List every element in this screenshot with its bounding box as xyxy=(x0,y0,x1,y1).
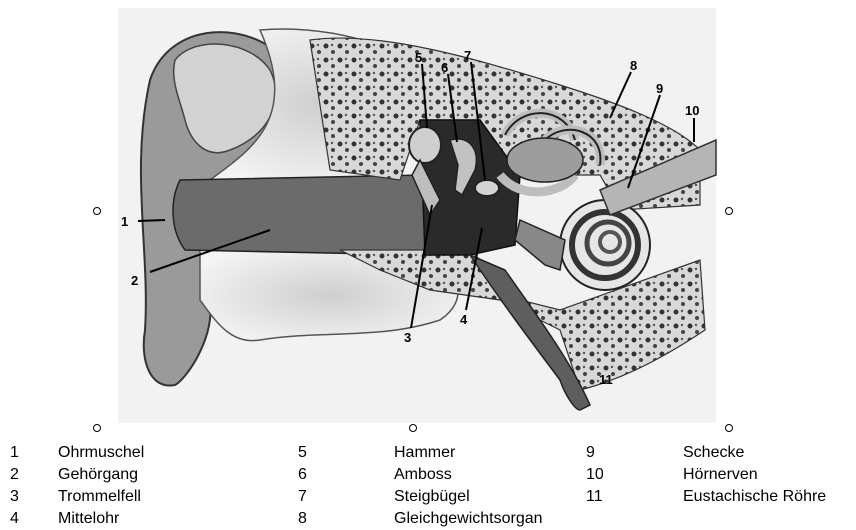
legend-text: Ohrmuschel xyxy=(58,444,145,461)
callout-5: 5 xyxy=(415,50,422,65)
stapes-shape xyxy=(474,179,500,197)
temporal-bone-lower xyxy=(339,249,706,391)
legend-text: Trommelfell xyxy=(58,488,141,505)
leader-lines xyxy=(137,61,695,329)
incus-shape xyxy=(449,138,477,197)
vestibular-organ xyxy=(496,108,605,197)
legend-text: Gleichgewichtsorgan xyxy=(394,510,543,527)
callout-6: 6 xyxy=(441,60,448,75)
cochlea-shape xyxy=(559,199,651,291)
cochlea-duct xyxy=(514,218,566,271)
vestibule xyxy=(506,137,584,183)
callout-3: 3 xyxy=(404,330,411,345)
resize-handle-bottom-right[interactable] xyxy=(725,424,733,432)
callout-9: 9 xyxy=(656,81,663,96)
legend-num: 8 xyxy=(298,510,307,527)
resize-handle-right[interactable] xyxy=(725,207,733,215)
legend-text: Hammer xyxy=(394,444,456,461)
eustachian-tube xyxy=(467,253,591,411)
callout-1: 1 xyxy=(121,214,128,229)
callout-7: 7 xyxy=(464,48,471,63)
auditory-nerve xyxy=(599,138,717,216)
pinna-inner xyxy=(173,43,277,154)
callout-10: 10 xyxy=(685,103,699,118)
callout-11: 11 xyxy=(599,372,613,387)
legend-num: 6 xyxy=(298,466,307,483)
legend-text: Hörnerven xyxy=(683,466,758,483)
resize-handle-bottom-left[interactable] xyxy=(93,424,101,432)
legend-num: 9 xyxy=(586,444,595,461)
callout-4: 4 xyxy=(460,312,468,327)
callout-8: 8 xyxy=(630,58,637,73)
hammer-shape xyxy=(408,126,442,164)
legend-num: 3 xyxy=(10,488,19,505)
ear-canal xyxy=(172,174,426,256)
resize-handle-left[interactable] xyxy=(93,207,101,215)
legend-text: Eustachische Röhre xyxy=(683,488,827,505)
legend-num: 10 xyxy=(586,466,604,483)
legend-text: Amboss xyxy=(394,466,452,483)
resize-handle-bottom-center[interactable] xyxy=(409,424,417,432)
callout-2: 2 xyxy=(131,273,138,288)
middle-ear-cavity xyxy=(419,119,521,256)
legend-num: 2 xyxy=(10,466,19,483)
legend-text: Schecke xyxy=(683,444,745,461)
legend-num: 1 xyxy=(10,444,19,461)
legend-text: Steigbügel xyxy=(394,488,470,505)
ear-anatomy-diagram: 1 2 3 4 5 6 7 8 9 10 11 xyxy=(118,8,717,423)
legend-num: 7 xyxy=(298,488,307,505)
legend-num: 11 xyxy=(586,488,603,505)
legend-text: Gehörgang xyxy=(58,466,139,483)
legend-num: 5 xyxy=(298,444,307,461)
legend-text: Mittelohr xyxy=(58,510,120,527)
legend-num: 4 xyxy=(10,510,19,527)
